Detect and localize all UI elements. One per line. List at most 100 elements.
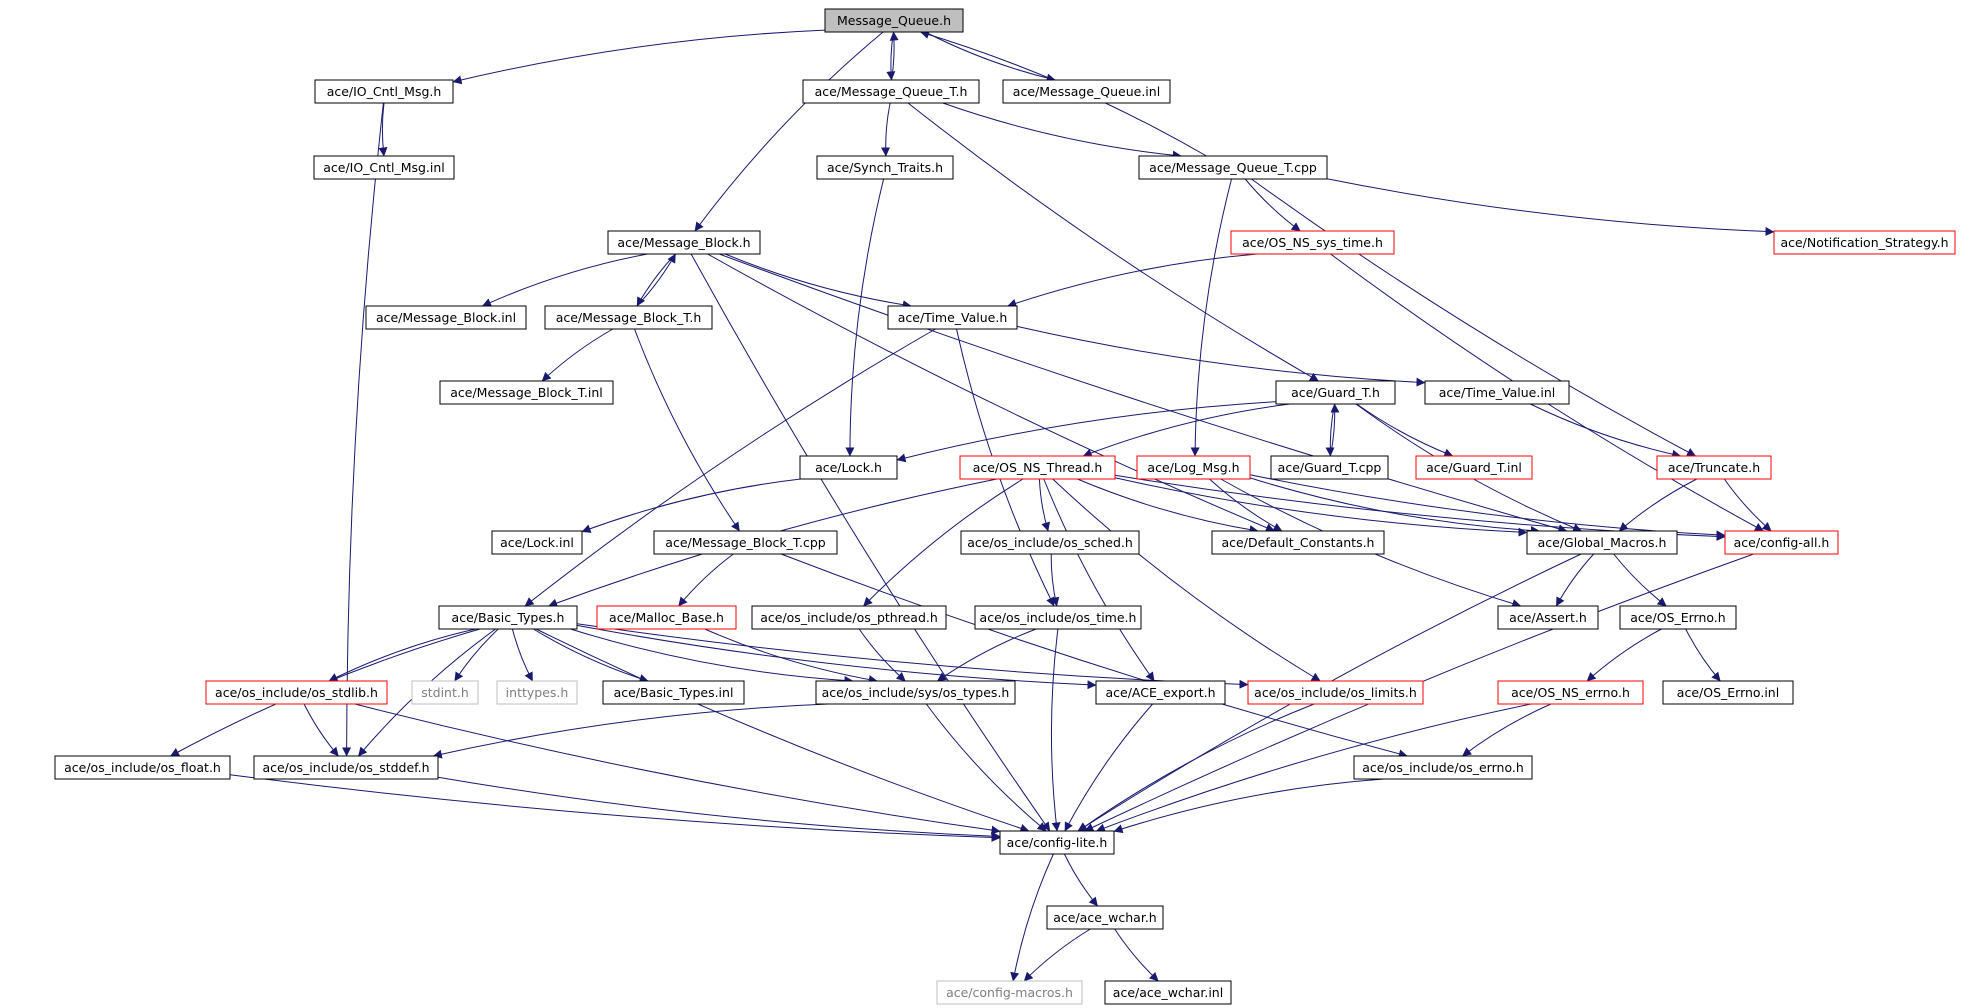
node-label: ace/Time_Value.inl [1439,385,1555,400]
node-label: ace/Basic_Types.h [452,610,565,625]
node-assert[interactable]: ace/Assert.h [1497,605,1599,630]
node-malloc[interactable]: ace/Malloc_Base.h [596,605,737,630]
node-lock[interactable]: ace/Lock.h [799,455,898,480]
node-box [365,305,527,330]
node-limits[interactable]: ace/os_include/os_limits.h [1247,680,1424,705]
node-sched[interactable]: ace/os_include/os_sched.h [960,530,1140,555]
node-cfgall[interactable]: ace/config-all.h [1724,530,1839,555]
node-box [1773,230,1956,255]
edge-mqtcpp-to-ossys [1244,178,1301,232]
node-lockinl[interactable]: ace/Lock.inl [491,530,583,555]
edge-oserrno-to-nserrno [1586,628,1662,682]
node-box [602,680,745,705]
node-box [751,605,947,630]
node-btinl[interactable]: ace/Basic_Types.inl [602,680,745,705]
node-box [1353,755,1533,780]
node-ossys[interactable]: ace/OS_NS_sys_time.h [1230,230,1395,255]
node-float[interactable]: ace/os_include/os_float.h [54,755,231,780]
node-tvinl[interactable]: ace/Time_Value.inl [1424,380,1570,405]
edge-mb-to-tv [725,253,912,310]
node-cfglite[interactable]: ace/config-lite.h [999,830,1115,855]
node-defc[interactable]: ace/Default_Constants.h [1211,530,1385,555]
edge-bt-to-limits [576,623,1249,689]
node-bt[interactable]: ace/Basic_Types.h [438,605,578,630]
node-osthr[interactable]: ace/OS_NS_Thread.h [959,455,1116,480]
edge-mbt-to-mbtinl [541,328,614,382]
node-label: ace/OS_Errno.h [1630,610,1725,625]
node-label: ace/OS_Errno.inl [1677,685,1779,700]
node-label: ace/Message_Block_T.cpp [665,535,825,550]
node-label: ace/Guard_T.inl [1426,460,1522,475]
node-log[interactable]: ace/Log_Msg.h [1136,455,1251,480]
node-mqinl[interactable]: ace/Message_Queue.inl [1002,79,1171,104]
node-st[interactable]: ace/Synch_Traits.h [816,155,954,180]
node-systypes[interactable]: ace/os_include/sys/os_types.h [815,680,1016,705]
edge-cfglite-to-cfgmac [1010,853,1054,982]
node-nserrno[interactable]: ace/OS_NS_errno.h [1497,680,1644,705]
edge-mb-to-mbinl [482,253,648,307]
edge-cfglite-to-wchar [1063,853,1098,907]
node-label: ace/ACE_export.h [1105,685,1215,700]
node-mbt[interactable]: ace/Message_Block_T.h [544,305,713,330]
node-cfgmac: ace/config-macros.h [936,980,1083,1005]
node-iocinl[interactable]: ace/IO_Cntl_Msg.inl [313,155,455,180]
node-label: ace/Message_Queue_T.cpp [1149,160,1317,175]
edge-bt-to-inttypes [511,628,534,682]
node-box [959,455,1116,480]
edge-mb-to-defc [707,253,1275,532]
node-ioc[interactable]: ace/IO_Cntl_Msg.h [314,79,454,104]
node-label: ace/Assert.h [1509,610,1587,625]
node-pthr[interactable]: ace/os_include/os_pthread.h [751,605,947,630]
node-wchar[interactable]: ace/ace_wchar.h [1046,905,1164,930]
node-ostime[interactable]: ace/os_include/os_time.h [974,605,1142,630]
node-label: ace/ace_wchar.h [1053,910,1156,925]
edge-mq-to-ioc [452,29,826,85]
edge-mb-to-cfglite [690,253,1051,832]
edge-gt-to-osthr [1082,403,1290,458]
node-box [824,8,964,33]
node-box [205,680,388,705]
node-label: ace/IO_Cntl_Msg.inl [323,160,445,175]
node-notif[interactable]: ace/Notification_Strategy.h [1773,230,1956,255]
node-stdlib[interactable]: ace/os_include/os_stdlib.h [205,680,388,705]
node-oserrno[interactable]: ace/OS_Errno.h [1619,605,1737,630]
node-box [1275,380,1396,405]
node-box [1104,980,1232,1005]
node-mqtcpp[interactable]: ace/Message_Queue_T.cpp [1138,155,1328,180]
node-mb[interactable]: ace/Message_Block.h [607,230,761,255]
node-mbinl[interactable]: ace/Message_Block.inl [365,305,527,330]
node-mbtinl[interactable]: ace/Message_Block_T.inl [439,380,614,405]
node-stddef[interactable]: ace/os_include/os_stddef.h [253,755,439,780]
edge-mqtcpp-to-notif [1326,178,1775,236]
node-mq[interactable]: Message_Queue.h [824,8,964,33]
node-mqt[interactable]: ace/Message_Queue_T.h [802,79,980,104]
node-box [314,79,454,104]
node-gt[interactable]: ace/Guard_T.h [1275,380,1396,405]
node-errnoh[interactable]: ace/os_include/os_errno.h [1353,755,1533,780]
node-box [974,605,1142,630]
node-oserrinl[interactable]: ace/OS_Errno.inl [1662,680,1794,705]
node-label: ace/OS_NS_sys_time.h [1242,235,1383,250]
edge-mbt-to-mb [636,253,676,307]
edge-ostime-to-cfglite [1050,628,1061,832]
node-gtinl[interactable]: ace/Guard_T.inl [1415,455,1533,480]
node-gm[interactable]: ace/Global_Macros.h [1526,530,1678,555]
node-gtcpp[interactable]: ace/Guard_T.cpp [1270,455,1389,480]
node-tv[interactable]: ace/Time_Value.h [887,305,1018,330]
node-wcharinl[interactable]: ace/ace_wchar.inl [1104,980,1232,1005]
node-label: ace/config-all.h [1734,535,1830,550]
node-box [1415,455,1533,480]
node-mbtcpp[interactable]: ace/Message_Block_T.cpp [653,530,838,555]
node-label: ace/Message_Block_T.inl [450,385,603,400]
node-aceexp[interactable]: ace/ACE_export.h [1095,680,1226,705]
edge-gtcpp-to-gt [1329,403,1340,457]
edge-osthr-to-sched [1038,478,1051,532]
node-trunc[interactable]: ace/Truncate.h [1656,455,1772,480]
node-label: ace/Synch_Traits.h [827,160,943,175]
edge-stdlib-to-stddef [303,703,339,757]
node-label: stdint.h [421,685,469,700]
node-label: ace/Notification_Strategy.h [1780,235,1948,250]
node-box [1230,230,1395,255]
edge-ostime-to-systypes [937,628,1037,682]
node-box [1424,380,1570,405]
